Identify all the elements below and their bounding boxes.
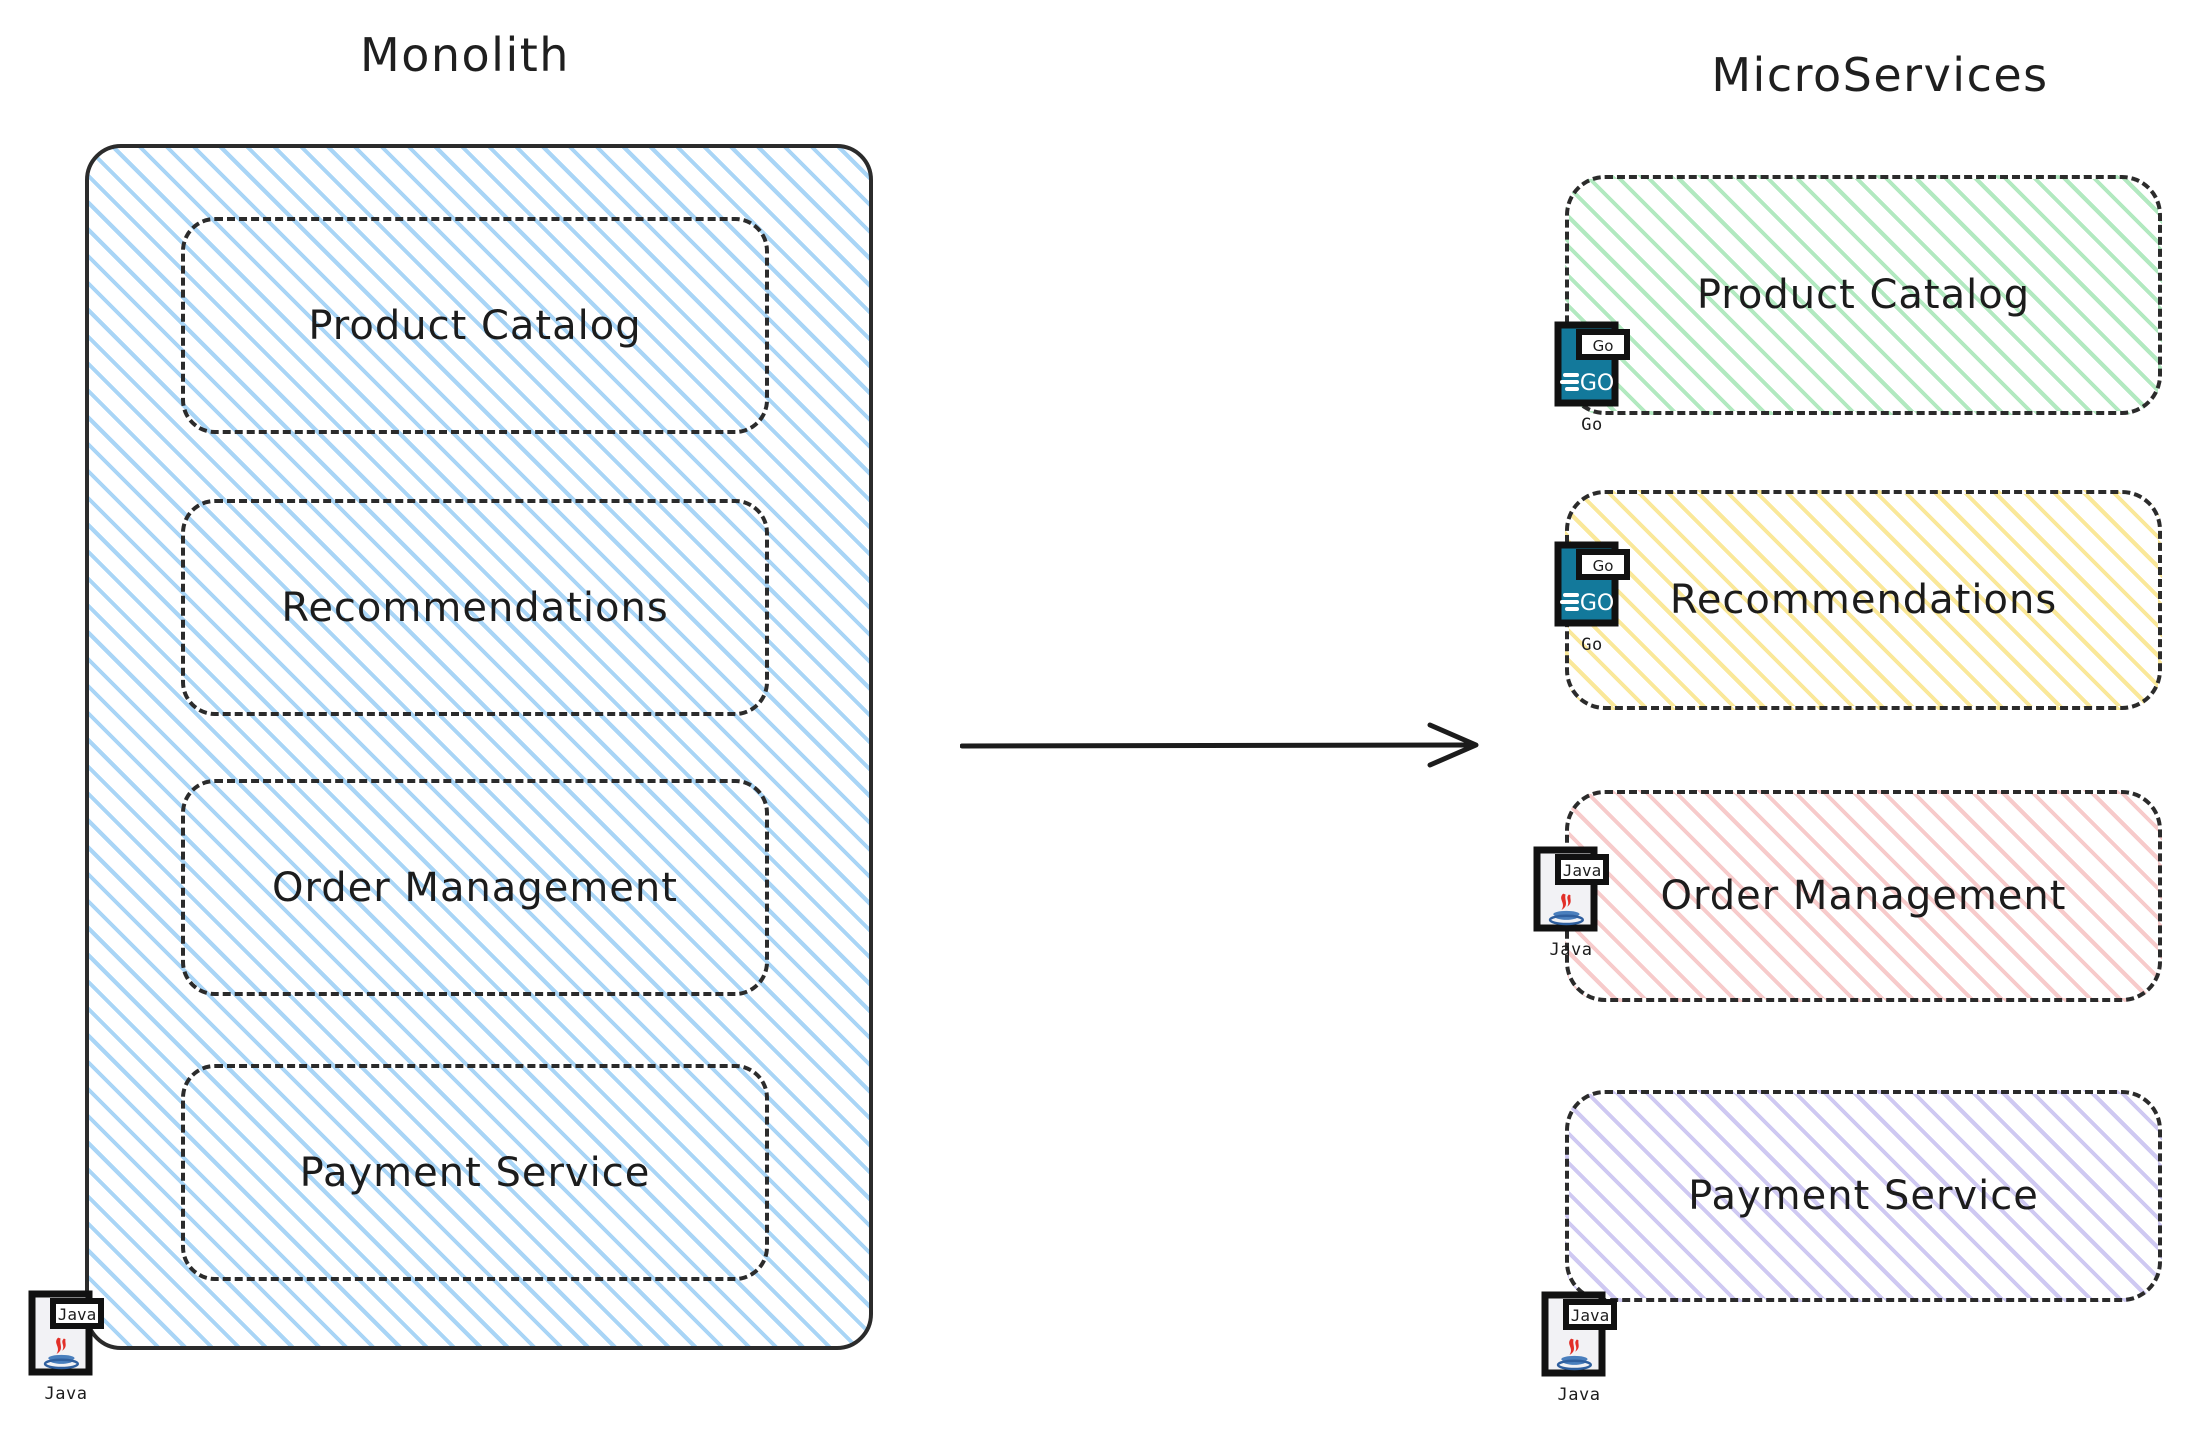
arrow-right-icon <box>959 722 1479 768</box>
monolith-module-order-management[interactable]: Order Management <box>181 779 769 996</box>
java-file-icon: Java <box>28 1290 104 1376</box>
service-java-icon-payment-service: Java Java <box>1540 1285 1618 1405</box>
monolith-container: Product Catalog Recommendations Order Ma… <box>85 144 873 1350</box>
transition-arrow <box>959 700 1500 790</box>
monolith-module-label: Order Management <box>272 864 678 911</box>
microservices-title: MicroServices <box>1711 48 2049 102</box>
service-tech-caption: Java <box>1557 1385 1601 1405</box>
service-tech-caption: Go <box>1581 415 1603 435</box>
service-card-recommendations[interactable]: Recommendations <box>1565 490 2162 710</box>
service-card-payment-service[interactable]: Payment Service <box>1565 1090 2162 1302</box>
monolith-module-recommendations[interactable]: Recommendations <box>181 499 769 716</box>
svg-text:Go: Go <box>1593 337 1614 355</box>
service-card-product-catalog[interactable]: Product Catalog <box>1565 175 2162 415</box>
java-file-icon: Java <box>1541 1291 1617 1377</box>
svg-text:GO: GO <box>1580 591 1614 616</box>
monolith-module-product-catalog[interactable]: Product Catalog <box>181 217 769 434</box>
service-java-icon-order-management: Java Java <box>1532 840 1610 960</box>
service-label: Product Catalog <box>1696 272 2031 318</box>
svg-text:Java: Java <box>1563 861 1602 880</box>
monolith-java-caption: Java <box>44 1384 88 1404</box>
go-file-icon: Go GO <box>1554 321 1630 407</box>
service-label: Recommendations <box>1669 577 2058 623</box>
svg-text:Java: Java <box>58 1305 97 1324</box>
go-file-icon: Go GO <box>1554 541 1630 627</box>
monolith-module-label: Product Catalog <box>308 302 642 349</box>
svg-text:GO: GO <box>1580 371 1614 396</box>
service-tech-caption: Java <box>1549 940 1593 960</box>
service-tech-caption: Go <box>1581 635 1603 655</box>
service-card-order-management[interactable]: Order Management <box>1565 790 2162 1002</box>
service-label: Payment Service <box>1688 1173 2039 1219</box>
monolith-module-label: Recommendations <box>281 584 669 631</box>
monolith-title: Monolith <box>360 28 570 82</box>
service-label: Order Management <box>1660 873 2067 919</box>
monolith-java-icon: Java Java <box>27 1284 105 1404</box>
monolith-module-payment-service[interactable]: Payment Service <box>181 1064 769 1281</box>
svg-text:Go: Go <box>1593 557 1614 575</box>
java-file-icon: Java <box>1533 846 1609 932</box>
service-go-icon-product-catalog: Go GO Go <box>1553 315 1631 435</box>
monolith-module-label: Payment Service <box>299 1149 651 1196</box>
service-go-icon-recommendations: Go GO Go <box>1553 535 1631 655</box>
svg-text:Java: Java <box>1571 1306 1610 1325</box>
